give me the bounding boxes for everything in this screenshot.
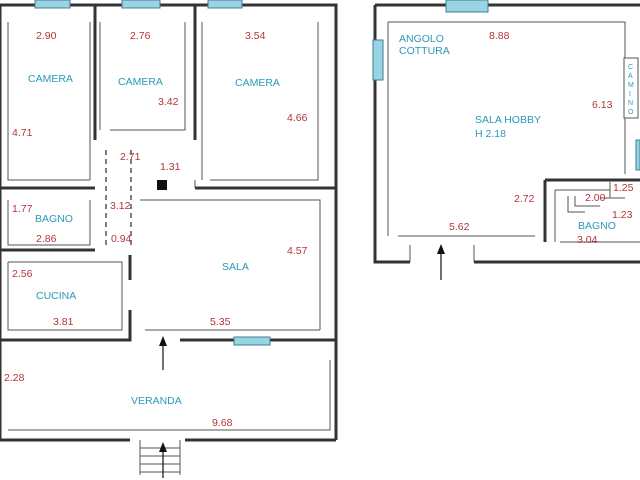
room-label-camera-3: CAMERA bbox=[235, 77, 280, 89]
room-label-bagno: BAGNO bbox=[35, 213, 73, 225]
dim-sala-height: 4.57 bbox=[287, 245, 308, 257]
room-label-sala-hobby: SALA HOBBY bbox=[475, 114, 541, 126]
entrance-arrow-right bbox=[437, 244, 445, 280]
dim-bagno-right-w1: 2.00 bbox=[585, 192, 606, 204]
dim-bagno-right-w2: 3.04 bbox=[577, 234, 598, 246]
camino-letter: O bbox=[628, 109, 634, 116]
room-label-camera-2: CAMERA bbox=[118, 76, 163, 88]
dim-bagno-width: 2.86 bbox=[36, 233, 57, 245]
dim-camera-1-width: 2.90 bbox=[36, 30, 57, 42]
dim-cucina-height: 2.56 bbox=[12, 268, 33, 280]
room-label-bagno-right: BAGNO bbox=[578, 220, 616, 232]
entrance-arrow-left bbox=[159, 336, 167, 478]
dim-hobby-mid-height: 2.72 bbox=[514, 193, 535, 205]
room-label-camera-1: CAMERA bbox=[28, 73, 73, 85]
dim-camera-3-width: 3.54 bbox=[245, 30, 266, 42]
dim-bagno-right-small: 1.25 bbox=[613, 182, 634, 194]
dim-camera-3-height: 4.66 bbox=[287, 112, 308, 124]
dim-camera-2-height: 3.42 bbox=[158, 96, 179, 108]
dim-hobby-right-height: 6.13 bbox=[592, 99, 613, 111]
camino-box: C A M I N O bbox=[623, 57, 639, 119]
dim-veranda-height: 2.28 bbox=[4, 372, 25, 384]
camino-letter: I bbox=[629, 91, 631, 98]
right-plan-walls bbox=[373, 3, 640, 264]
room-label-veranda: VERANDA bbox=[131, 395, 182, 407]
dim-camera-1-height: 4.71 bbox=[12, 127, 33, 139]
dim-hobby-bottom-width: 5.62 bbox=[449, 221, 470, 233]
camino-letter: C bbox=[628, 64, 633, 71]
dim-camera-2-width: 2.76 bbox=[130, 30, 151, 42]
room-label-sala: SALA bbox=[222, 261, 249, 273]
left-plan-windows bbox=[34, 0, 271, 346]
dim-sala-width: 5.35 bbox=[210, 316, 231, 328]
dim-hobby-top-width: 8.88 bbox=[489, 30, 510, 42]
room-label-cottura: COTTURA bbox=[399, 45, 450, 57]
left-plan-walls bbox=[0, 3, 338, 475]
dim-bagno-right-height: 1.23 bbox=[612, 209, 633, 221]
dim-corridor-width: 2.71 bbox=[120, 151, 141, 163]
camino-letter: M bbox=[628, 82, 634, 89]
room-label-angolo: ANGOLO bbox=[399, 33, 444, 45]
camino-letter: N bbox=[628, 100, 633, 107]
dim-corridor-door: 0.94 bbox=[111, 233, 132, 245]
camino-letter: A bbox=[628, 73, 633, 80]
room-label-sala-hobby-height: H 2.18 bbox=[475, 128, 506, 140]
dim-corridor-height: 3.12 bbox=[110, 200, 131, 212]
dim-veranda-width: 9.68 bbox=[212, 417, 233, 429]
dim-bagno-height: 1.77 bbox=[12, 203, 33, 215]
right-plan-windows bbox=[372, 0, 640, 171]
dim-cucina-width: 3.81 bbox=[53, 316, 74, 328]
dim-corridor-small: 1.31 bbox=[160, 161, 181, 173]
room-label-cucina: CUCINA bbox=[36, 290, 76, 302]
